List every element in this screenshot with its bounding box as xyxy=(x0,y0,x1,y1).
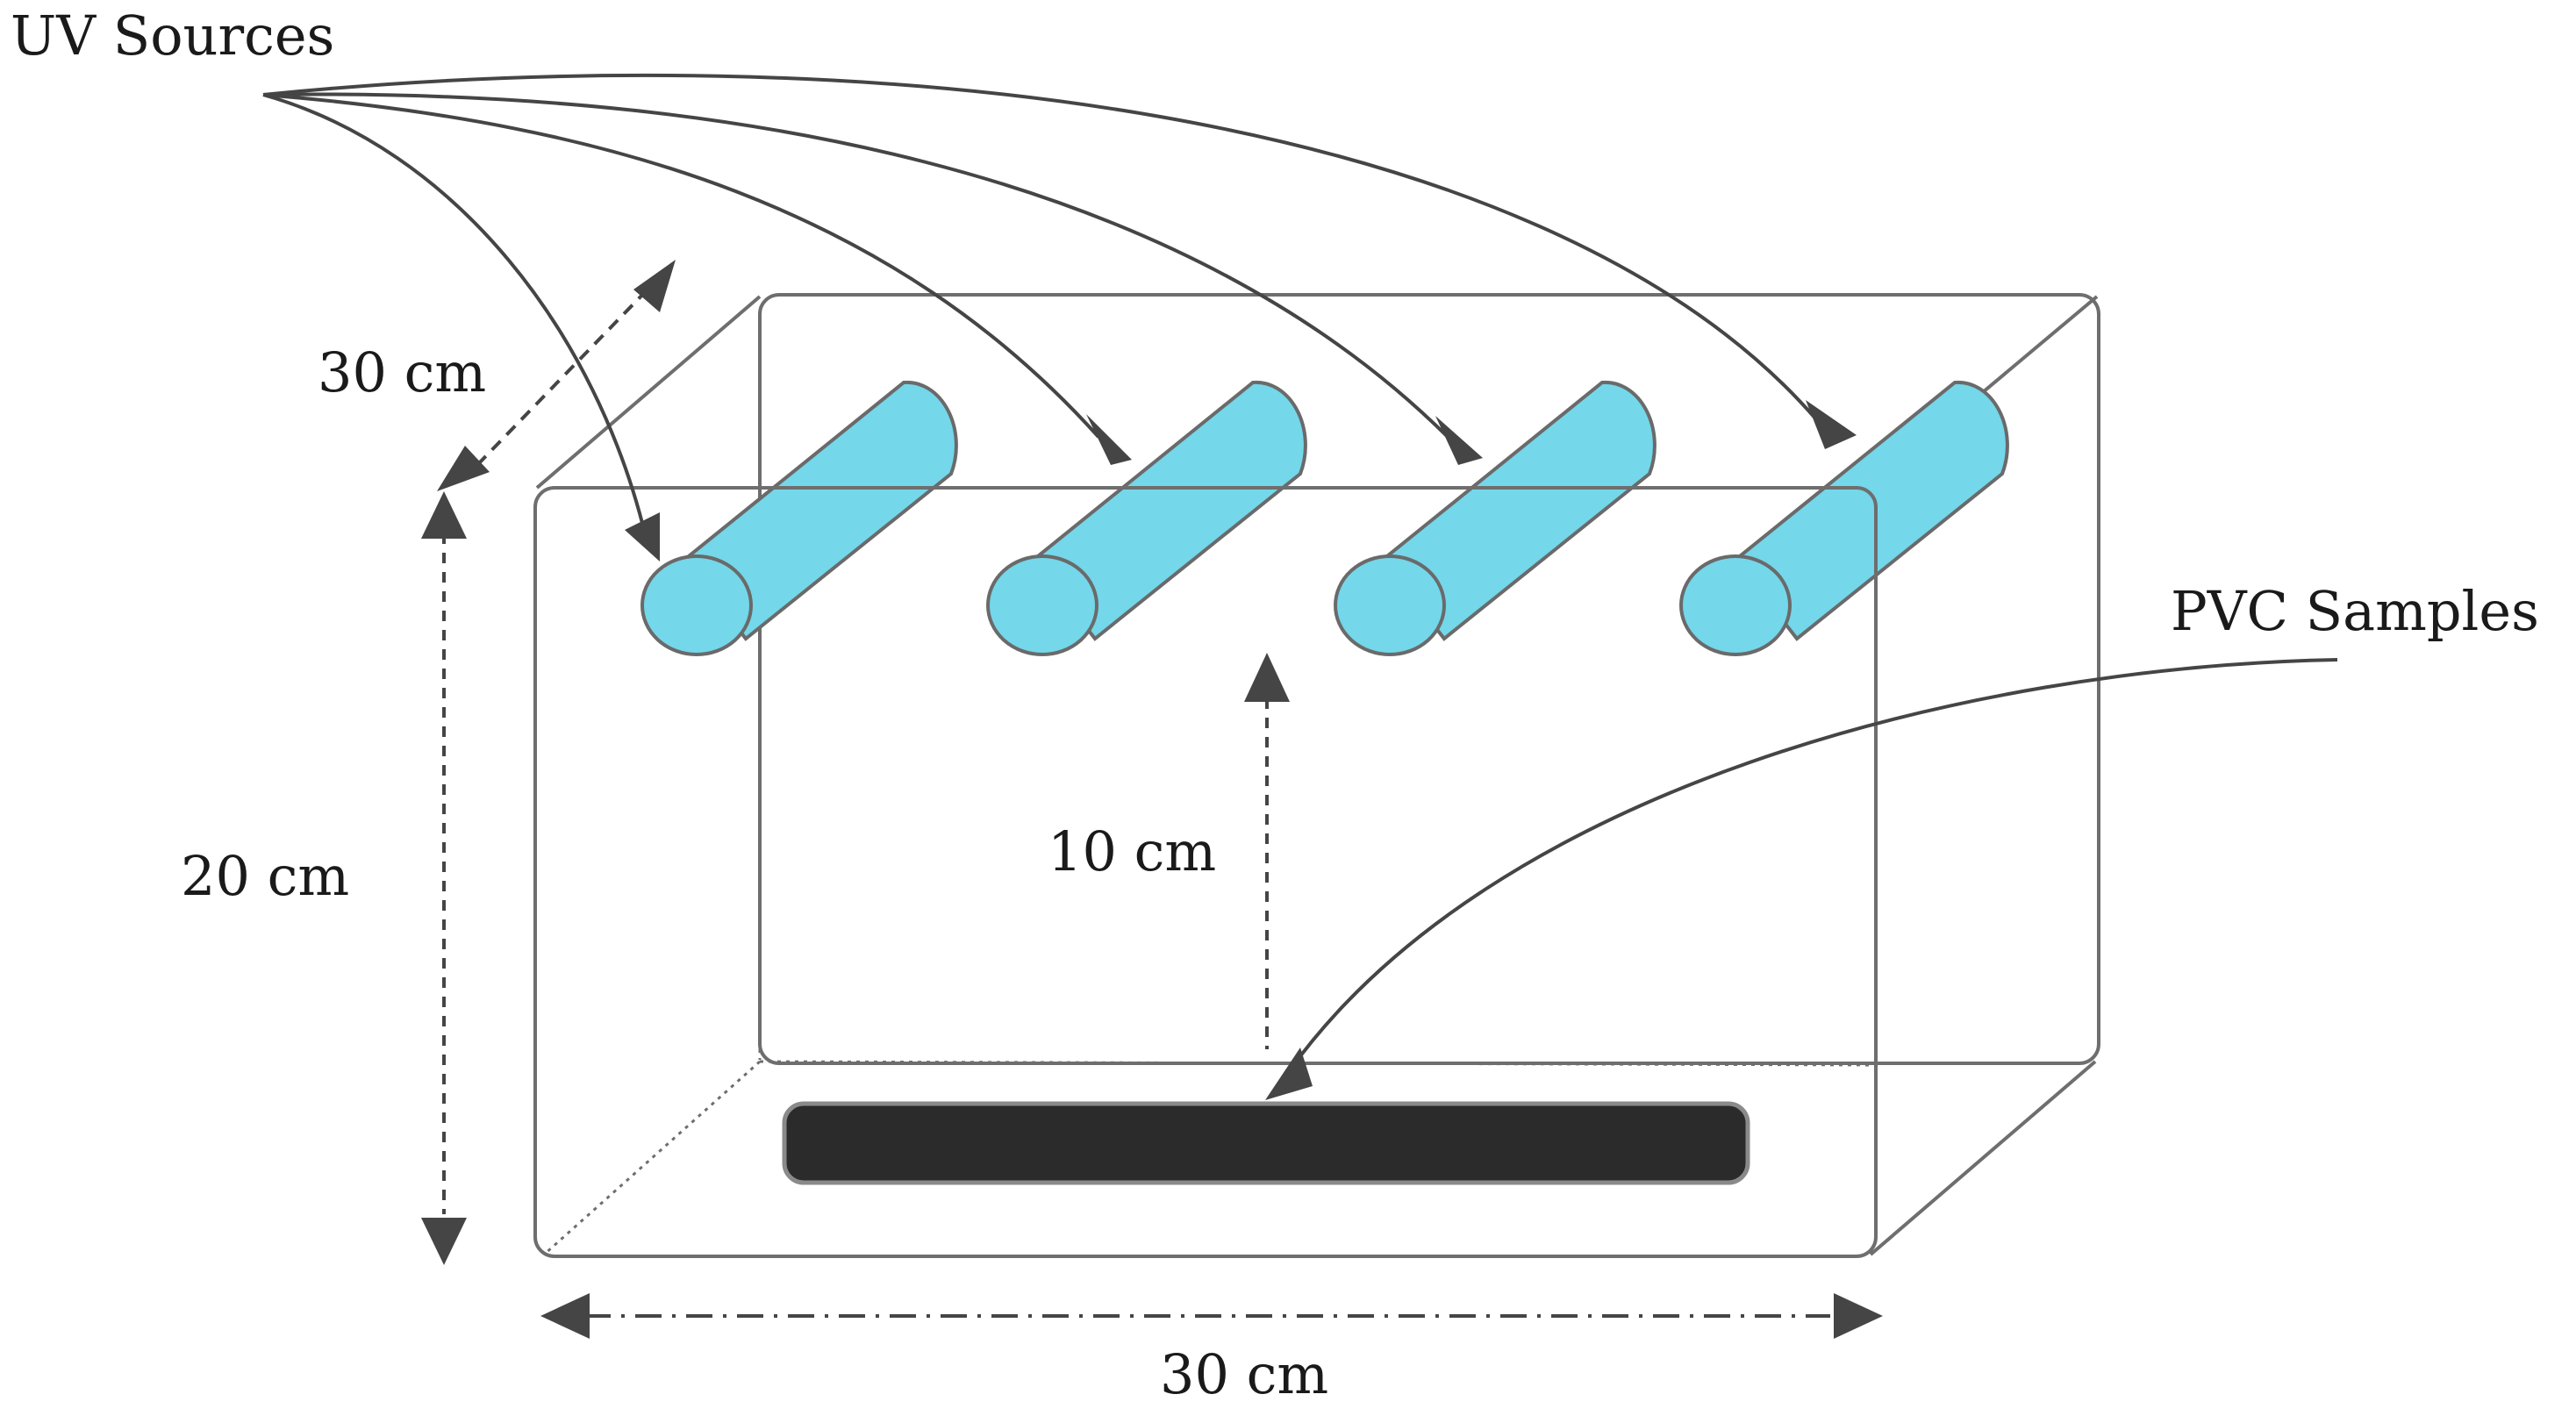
dim-gap-head-top xyxy=(1244,653,1290,702)
uv-lamp-2 xyxy=(986,380,1307,656)
uv-callout-arrow-4 xyxy=(262,74,1818,421)
dim-depth-line xyxy=(476,288,649,467)
height-dimension-label: 20 cm xyxy=(181,844,350,908)
dim-depth-head-top xyxy=(633,260,676,312)
chamber-hidden-edges xyxy=(543,488,1878,1256)
uv-arrowhead-1 xyxy=(625,512,660,561)
box-edge-top-left xyxy=(535,295,762,490)
dim-width-head-right xyxy=(1834,1293,1883,1339)
hidden-edge-floor-left xyxy=(543,1060,761,1256)
dim-height-head-bottom xyxy=(421,1218,467,1265)
dim-depth-head-bottom xyxy=(437,446,490,491)
dimension-lines xyxy=(442,288,1830,1318)
uv-arrowhead-4 xyxy=(1806,400,1857,449)
uv-lamp-3 xyxy=(1334,380,1657,656)
box-edge-bottom-right xyxy=(1869,1060,2097,1256)
uv-source-callouts xyxy=(262,74,1818,538)
uv-sources-label: UV Sources xyxy=(11,4,335,68)
pvc-sample-strip xyxy=(782,1101,1750,1185)
uv-lamp-3-cap xyxy=(1334,554,1446,656)
width-dimension-label: 30 cm xyxy=(1160,1342,1329,1406)
uv-callout-heads xyxy=(625,400,1857,561)
dim-height-head-top xyxy=(421,491,467,539)
uv-callout-arrow-1 xyxy=(262,93,648,538)
uv-callout-arrow-3 xyxy=(262,92,1449,439)
depth-dimension-label: 30 cm xyxy=(318,340,487,404)
uv-lamp-2-cap xyxy=(986,554,1098,656)
uv-arrowhead-3 xyxy=(1435,416,1483,465)
uv-lamp-1 xyxy=(640,380,958,656)
dim-width-head-left xyxy=(540,1293,590,1339)
box-front-face xyxy=(533,486,1878,1258)
pvc-callout-arrow xyxy=(1288,658,2338,1072)
pvc-samples-label: PVC Samples xyxy=(2171,579,2539,643)
uv-lamp-1-cap xyxy=(640,554,753,656)
uv-lamps xyxy=(640,380,2009,656)
lamp-sample-gap-label: 10 cm xyxy=(1048,819,1217,883)
uv-lamp-4 xyxy=(1679,380,2009,656)
pvc-arrowhead xyxy=(1265,1048,1313,1100)
uv-arrowhead-2 xyxy=(1086,414,1132,465)
dimension-heads xyxy=(421,260,1883,1339)
box-back-face xyxy=(758,293,2100,1065)
uv-callout-arrow-2 xyxy=(262,93,1100,439)
hidden-edge-floor-back xyxy=(759,1060,1878,1067)
uv-lamp-4-cap xyxy=(1679,554,1792,656)
